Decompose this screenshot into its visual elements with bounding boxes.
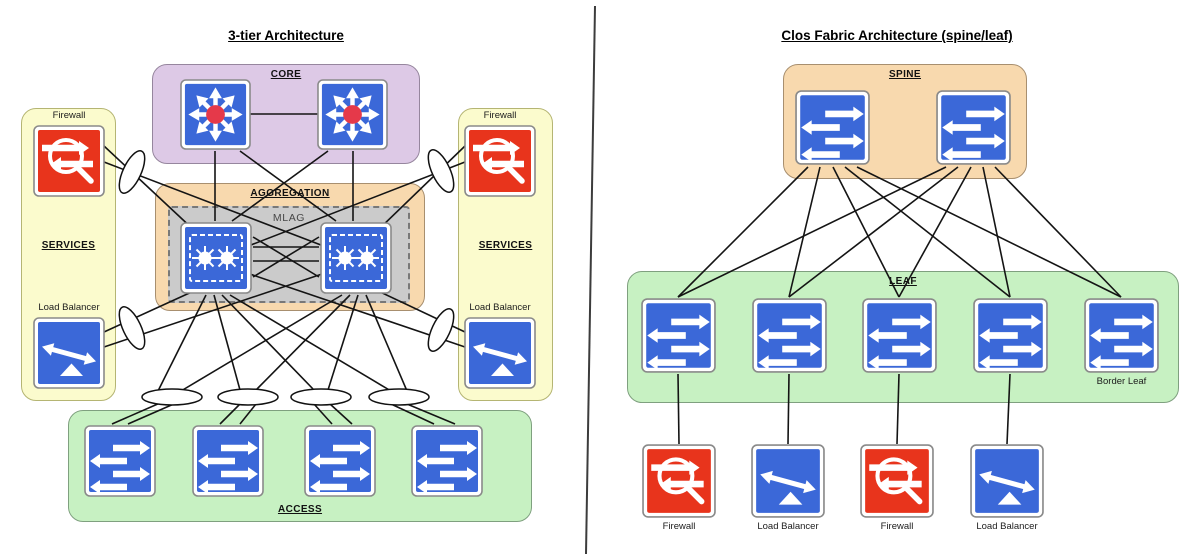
switch-icon [795,90,870,165]
link-aggregation-ellipse [290,388,352,406]
switch-icon [1084,298,1159,373]
loadbalancer-icon [970,444,1044,518]
router-icon [317,79,388,150]
firewall-icon [642,444,716,518]
node-loadbalancer-left [33,317,105,389]
node-loadbalancer-1 [751,444,825,518]
node-leaf-switch-1 [641,298,716,373]
left-diagram-title: 3-tier Architecture [228,28,344,43]
node-firewall-left [33,125,105,197]
node-loadbalancer-2-label: Load Balancer [976,521,1038,532]
loadbalancer-icon [33,317,105,389]
node-leaf-switch-5 [1084,298,1159,373]
node-core-router-2 [317,79,388,150]
group-services-left-label: SERVICES [41,239,96,251]
link-aggregation-ellipse [368,388,430,406]
node-leaf-switch-3 [862,298,937,373]
node-access-switch-2 [192,425,264,497]
mlag-switch-icon [320,222,392,294]
node-firewall-2-label: Firewall [880,521,914,532]
switch-icon [304,425,376,497]
node-firewall-right [464,125,536,197]
switch-icon [936,90,1011,165]
group-spine-label: SPINE [888,69,921,80]
node-access-switch-4 [411,425,483,497]
group-access-label: ACCESS [277,504,323,515]
node-leaf-switch-2 [752,298,827,373]
link-aggregation-ellipse [141,388,203,406]
group-aggregation-label: AGGREGATION [250,188,330,199]
node-loadbalancer-right [464,317,536,389]
node-spine-switch-2 [936,90,1011,165]
node-core-router-1 [180,79,251,150]
node-access-switch-1 [84,425,156,497]
switch-icon [192,425,264,497]
switch-icon [752,298,827,373]
node-loadbalancer-2 [970,444,1044,518]
switch-icon [84,425,156,497]
link-aggregation-ellipse [118,150,146,194]
node-loadbalancer-1-label: Load Balancer [757,521,819,532]
node-loadbalancer-left-label: Load Balancer [38,302,100,313]
node-agg-switch-1 [180,222,252,294]
group-leaf-label: LEAF [889,276,917,287]
node-spine-switch-1 [795,90,870,165]
group-core-label: CORE [270,69,302,80]
switch-icon [973,298,1048,373]
node-firewall-right-label: Firewall [483,110,517,121]
group-services-right-label: SERVICES [478,239,533,251]
router-icon [180,79,251,150]
link-aggregation-ellipse [427,149,455,193]
node-loadbalancer-right-label: Load Balancer [469,302,531,313]
firewall-icon [860,444,934,518]
node-agg-switch-2 [320,222,392,294]
switch-icon [411,425,483,497]
node-firewall-1 [642,444,716,518]
switch-icon [641,298,716,373]
node-firewall-2 [860,444,934,518]
mlag-switch-icon [180,222,252,294]
node-firewall-left-label: Firewall [52,110,86,121]
firewall-icon [33,125,105,197]
loadbalancer-icon [464,317,536,389]
switch-icon [862,298,937,373]
node-access-switch-3 [304,425,376,497]
divider-line [585,5,596,555]
loadbalancer-icon [751,444,825,518]
node-firewall-1-label: Firewall [662,521,696,532]
node-leaf-switch-4 [973,298,1048,373]
firewall-icon [464,125,536,197]
link-aggregation-ellipse [217,388,279,406]
node-leaf-switch-5-label: Border Leaf [1096,376,1147,387]
right-diagram-title: Clos Fabric Architecture (spine/leaf) [781,28,1013,43]
